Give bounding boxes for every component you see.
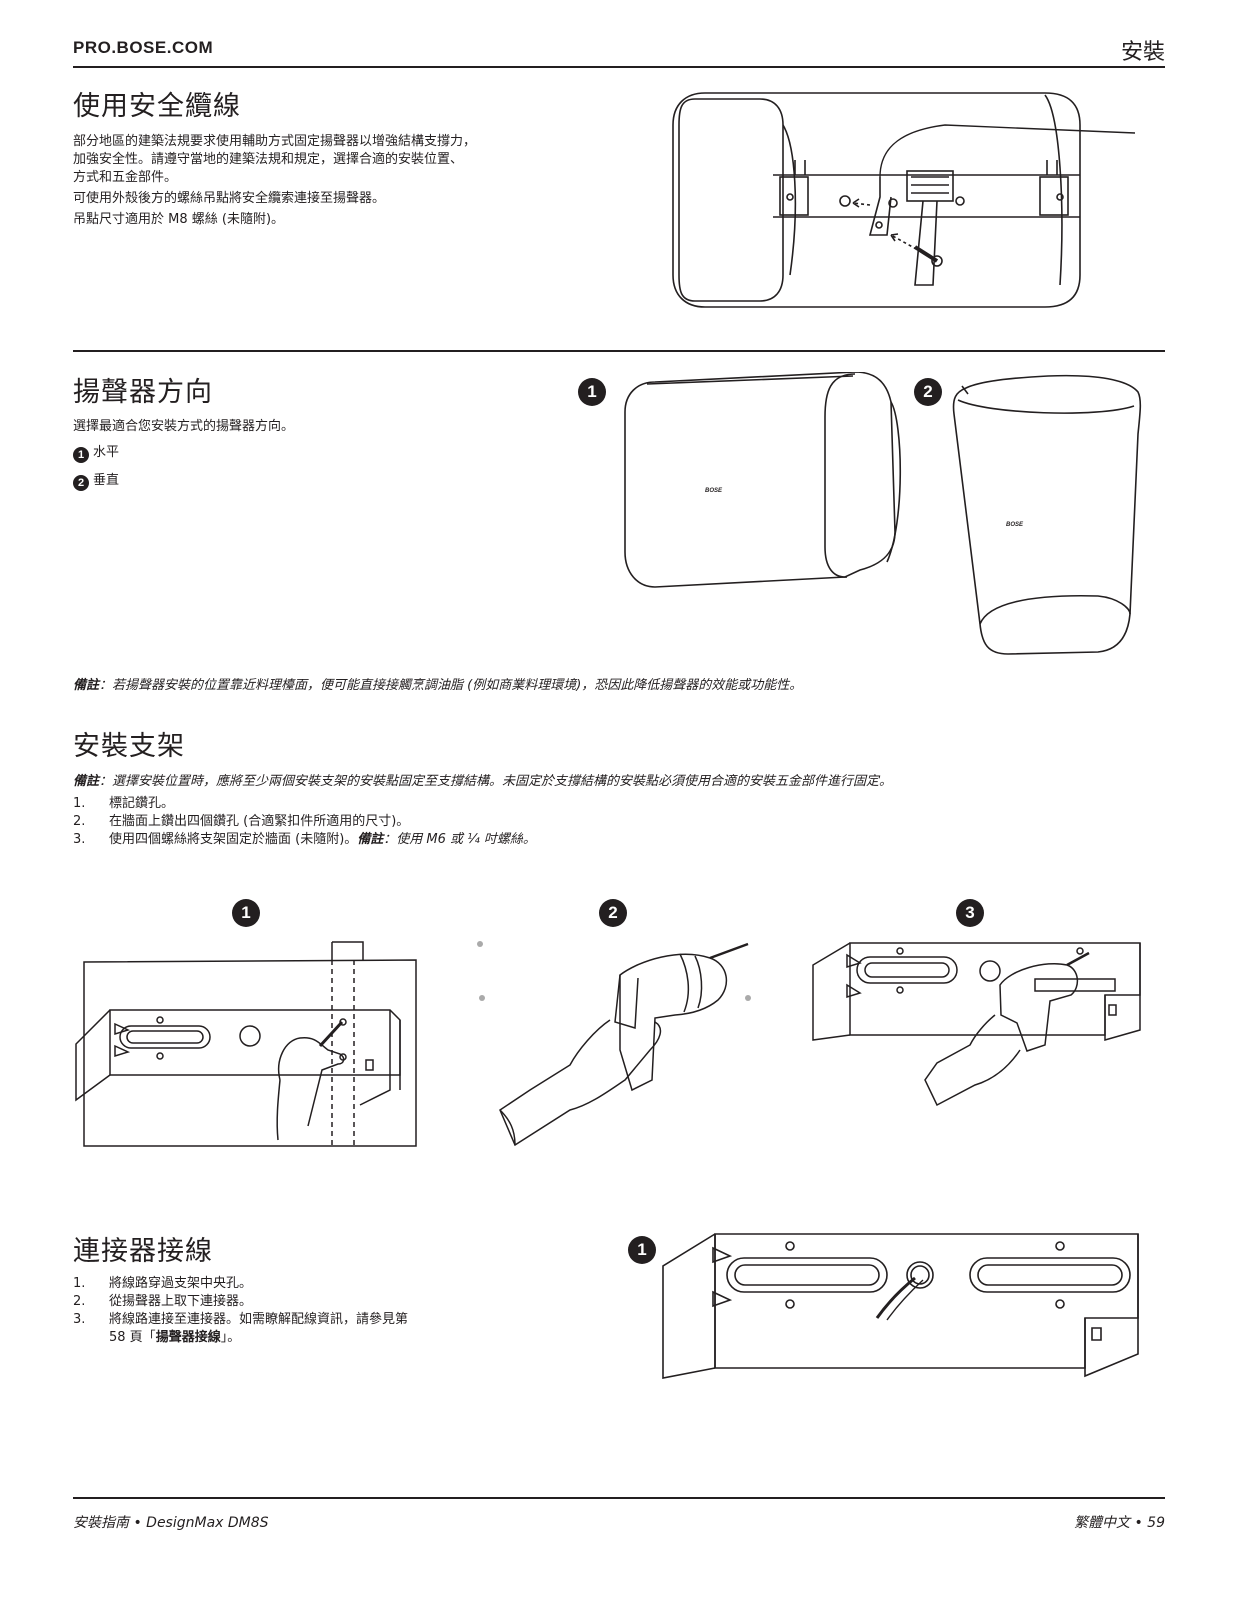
bose-logo: BOSE bbox=[705, 488, 723, 494]
list-item: 1. 將線路穿過支架中央孔。 bbox=[73, 1275, 533, 1293]
speaker-horizontal-illustration: BOSE bbox=[615, 372, 905, 597]
list-item: 2. 在牆面上鑽出四個鑽孔 (合適緊扣件所適用的尺寸)。 bbox=[73, 813, 973, 831]
option-label: 水平 bbox=[93, 445, 120, 460]
bracket-note: 備註：選擇安裝位置時，應將至少兩個安裝支架的安裝點固定至支撐結構。未固定於支撐結… bbox=[73, 773, 1163, 791]
paragraph: 吊點尺寸適用於 M8 螺絲 (未隨附)。 bbox=[73, 212, 285, 227]
list-item: 2. 從揚聲器上取下連接器。 bbox=[73, 1293, 533, 1311]
step-number: 1. bbox=[73, 796, 86, 811]
footer-document-title: 安裝指南 • DesignMax DM8S bbox=[73, 1515, 269, 1531]
step-number: 3. bbox=[73, 832, 86, 847]
orientation-option-horizontal: 1 水平 bbox=[73, 444, 493, 463]
orientation-text: 選擇最適合您安裝方式的揚聲器方向。 1 水平 2 垂直 bbox=[73, 418, 493, 491]
note-text: ：選擇安裝位置時，應將至少兩個安裝支架的安裝點固定至支撐結構。未固定於支撐結構的… bbox=[99, 774, 893, 789]
speaker-vertical-illustration: BOSE bbox=[948, 374, 1148, 659]
section-rule bbox=[73, 350, 1165, 352]
step-text: 使用四個螺絲將支架固定於牆面 (未隨附)。 bbox=[109, 832, 358, 847]
figure-badge-step-2: 2 bbox=[599, 899, 627, 927]
list-item: 3. 使用四個螺絲將支架固定於牆面 (未隨附)。備註：使用 M6 或 ¼ 吋螺絲。 bbox=[73, 831, 973, 849]
note-label: 備註 bbox=[73, 774, 100, 789]
step-text: 」。 bbox=[220, 1330, 241, 1345]
orientation-note: 備註：若揚聲器安裝的位置靠近料理檯面，便可能直接接觸烹調油脂 (例如商業料理環境… bbox=[73, 677, 1163, 695]
bracket-steps: 1. 標記鑽孔。 2. 在牆面上鑽出四個鑽孔 (合適緊扣件所適用的尺寸)。 3. 使用… bbox=[73, 795, 973, 849]
footer-page-number: 繁體中文 • 59 bbox=[1074, 1515, 1165, 1531]
step-text: 58 頁「 bbox=[109, 1330, 156, 1345]
step-text: 將線路連接至連接器。如需瞭解配線資訊，請參見第 bbox=[109, 1312, 409, 1327]
step-number: 1. bbox=[73, 1276, 86, 1291]
paragraph: 方式和五金部件。 bbox=[73, 170, 178, 185]
step-text: 從揚聲器上取下連接器。 bbox=[109, 1294, 253, 1309]
list-item: 1. 標記鑽孔。 bbox=[73, 795, 973, 813]
footer-rule bbox=[73, 1497, 1165, 1499]
site-url: PRO.BOSE.COM bbox=[73, 38, 214, 57]
note-text: ：若揚聲器安裝的位置靠近料理檯面，便可能直接接觸烹調油脂 (例如商業料理環境)，… bbox=[99, 678, 803, 693]
section-title-orientation: 揚聲器方向 bbox=[73, 377, 213, 408]
cross-reference-link[interactable]: 揚聲器接線 bbox=[155, 1330, 221, 1345]
safety-cable-illustration bbox=[665, 85, 1145, 315]
orientation-option-vertical: 2 垂直 bbox=[73, 472, 493, 491]
paragraph: 加強安全性。請遵守當地的建築法規和規定，選擇合適的安裝位置、 bbox=[73, 152, 464, 167]
figure-badge-connector: 1 bbox=[628, 1236, 656, 1264]
header-rule bbox=[73, 66, 1165, 68]
connector-steps: 1. 將線路穿過支架中央孔。 2. 從揚聲器上取下連接器。 3. 將線路連接至連接器。… bbox=[73, 1275, 533, 1347]
step-text: 標記鑽孔。 bbox=[109, 796, 175, 811]
section-title-connector: 連接器接線 bbox=[73, 1236, 213, 1267]
figure-badge-horizontal: 1 bbox=[578, 378, 606, 406]
note-label: 備註 bbox=[73, 678, 100, 693]
step-text: 在牆面上鑽出四個鑽孔 (合適緊扣件所適用的尺寸)。 bbox=[109, 814, 410, 829]
figure-badge-step-1: 1 bbox=[232, 899, 260, 927]
step-number: 3. bbox=[73, 1312, 86, 1327]
step-text: 將線路穿過支架中央孔。 bbox=[109, 1276, 253, 1291]
step-number: 2. bbox=[73, 814, 86, 829]
safety-cable-text: 部分地區的建築法規要求使用輔助方式固定揚聲器以增強結構支撐力， 加強安全性。請遵… bbox=[73, 133, 573, 229]
section-title-safety-cable: 使用安全纜線 bbox=[73, 91, 241, 122]
list-item: 3. 將線路連接至連接器。如需瞭解配線資訊，請參見第 58 頁「揚聲器接線」。 bbox=[73, 1311, 533, 1347]
mark-holes-illustration bbox=[70, 940, 420, 1155]
paragraph: 部分地區的建築法規要求使用輔助方式固定揚聲器以增強結構支撐力， bbox=[73, 134, 477, 149]
note-text: ：使用 M6 或 ¼ 吋螺絲。 bbox=[383, 832, 536, 847]
drill-holes-illustration bbox=[470, 930, 770, 1160]
orientation-intro: 選擇最適合您安裝方式的揚聲器方向。 bbox=[73, 419, 295, 434]
chapter-title: 安裝 bbox=[1120, 40, 1165, 65]
section-title-bracket: 安裝支架 bbox=[73, 731, 185, 762]
mount-bracket-illustration bbox=[805, 935, 1150, 1110]
paragraph: 可使用外殼後方的螺絲吊點將安全纜索連接至揚聲器。 bbox=[73, 191, 386, 206]
note-label: 備註 bbox=[357, 832, 384, 847]
bose-logo: BOSE bbox=[1006, 522, 1024, 528]
step-badge: 1 bbox=[73, 447, 89, 463]
figure-badge-vertical: 2 bbox=[914, 378, 942, 406]
step-number: 2. bbox=[73, 1294, 86, 1309]
figure-badge-step-3: 3 bbox=[956, 899, 984, 927]
step-badge: 2 bbox=[73, 475, 89, 491]
bracket-wiring-illustration bbox=[655, 1228, 1145, 1383]
option-label: 垂直 bbox=[93, 473, 120, 488]
